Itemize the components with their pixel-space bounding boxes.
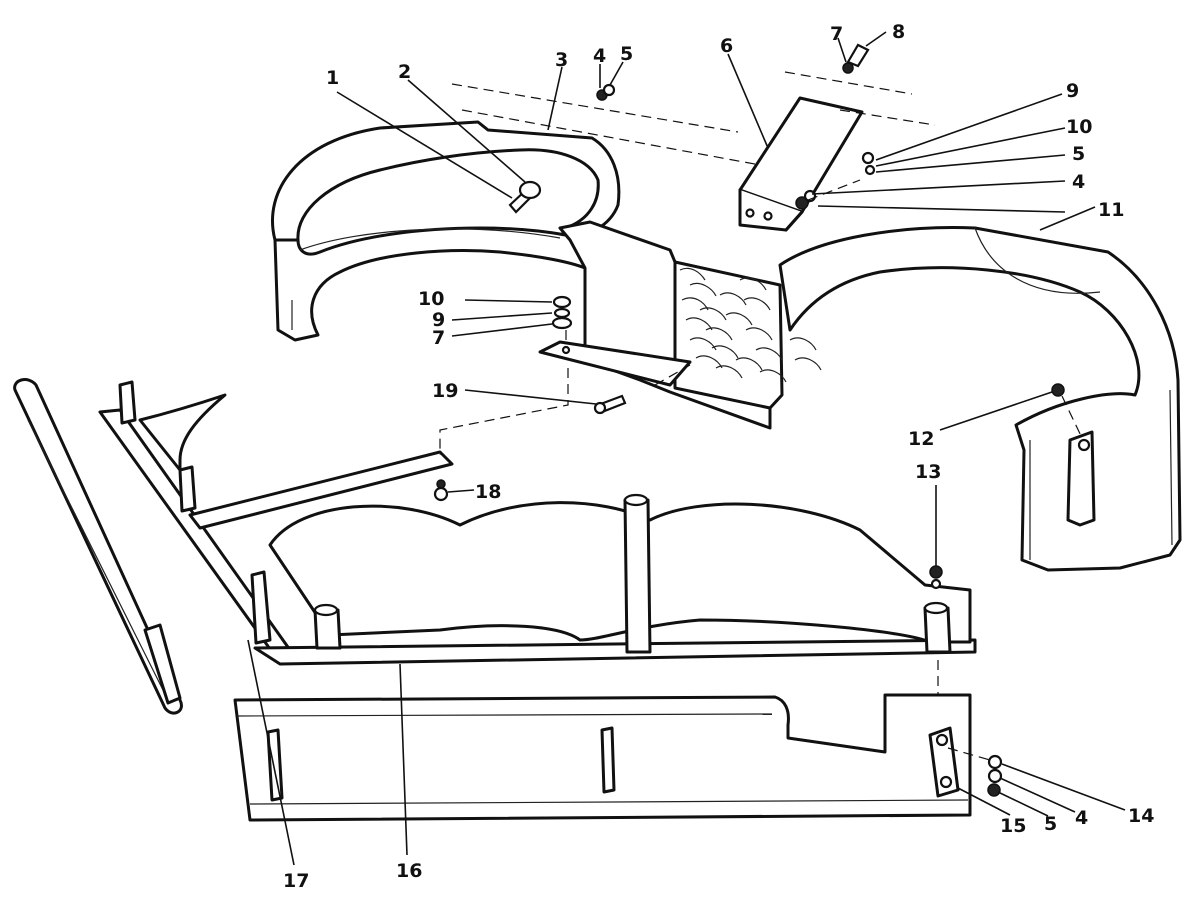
callout-2: 2: [398, 61, 411, 83]
callout-11: 11: [1098, 199, 1124, 221]
side-rail: [13, 378, 183, 715]
callout-10b: 10: [418, 288, 444, 310]
callout-6: 6: [720, 35, 733, 57]
callout-18: 18: [475, 481, 501, 503]
callout-19: 19: [432, 380, 458, 402]
callout-10a: 10: [1066, 116, 1092, 138]
callout-8: 8: [892, 21, 905, 43]
leader-lines: [247, 31, 1126, 866]
callout-9b: 9: [432, 309, 445, 331]
callout-15: 15: [1000, 815, 1026, 837]
deck-housing: [271, 120, 1182, 572]
hardware: [433, 43, 1065, 797]
callout-4a: 4: [593, 45, 606, 67]
callout-3: 3: [555, 49, 568, 71]
callout-12: 12: [908, 428, 934, 450]
front-skirt: [233, 693, 972, 822]
callout-4b: 4: [1072, 171, 1085, 193]
callouts: 1 2 3 4 5 6 7 8 9 10 5 4 11 10 9 7 19 12…: [283, 21, 1154, 892]
callout-5c: 5: [1044, 813, 1057, 835]
callout-7a: 7: [830, 23, 843, 45]
grille-texture: [679, 267, 822, 383]
clip-bracket: [928, 726, 960, 798]
lower-frame: [98, 380, 977, 666]
callout-16: 16: [396, 860, 422, 882]
callout-13: 13: [915, 461, 941, 483]
callout-5b: 5: [1072, 143, 1085, 165]
callout-9a: 9: [1066, 80, 1079, 102]
callout-14: 14: [1128, 805, 1154, 827]
callout-5a: 5: [620, 43, 633, 65]
callout-4c: 4: [1075, 807, 1088, 829]
callout-1: 1: [326, 67, 339, 89]
top-bracket: [738, 96, 864, 232]
alignment-lines: [439, 71, 1083, 761]
callout-7b: 7: [432, 327, 445, 349]
callout-17: 17: [283, 870, 309, 892]
